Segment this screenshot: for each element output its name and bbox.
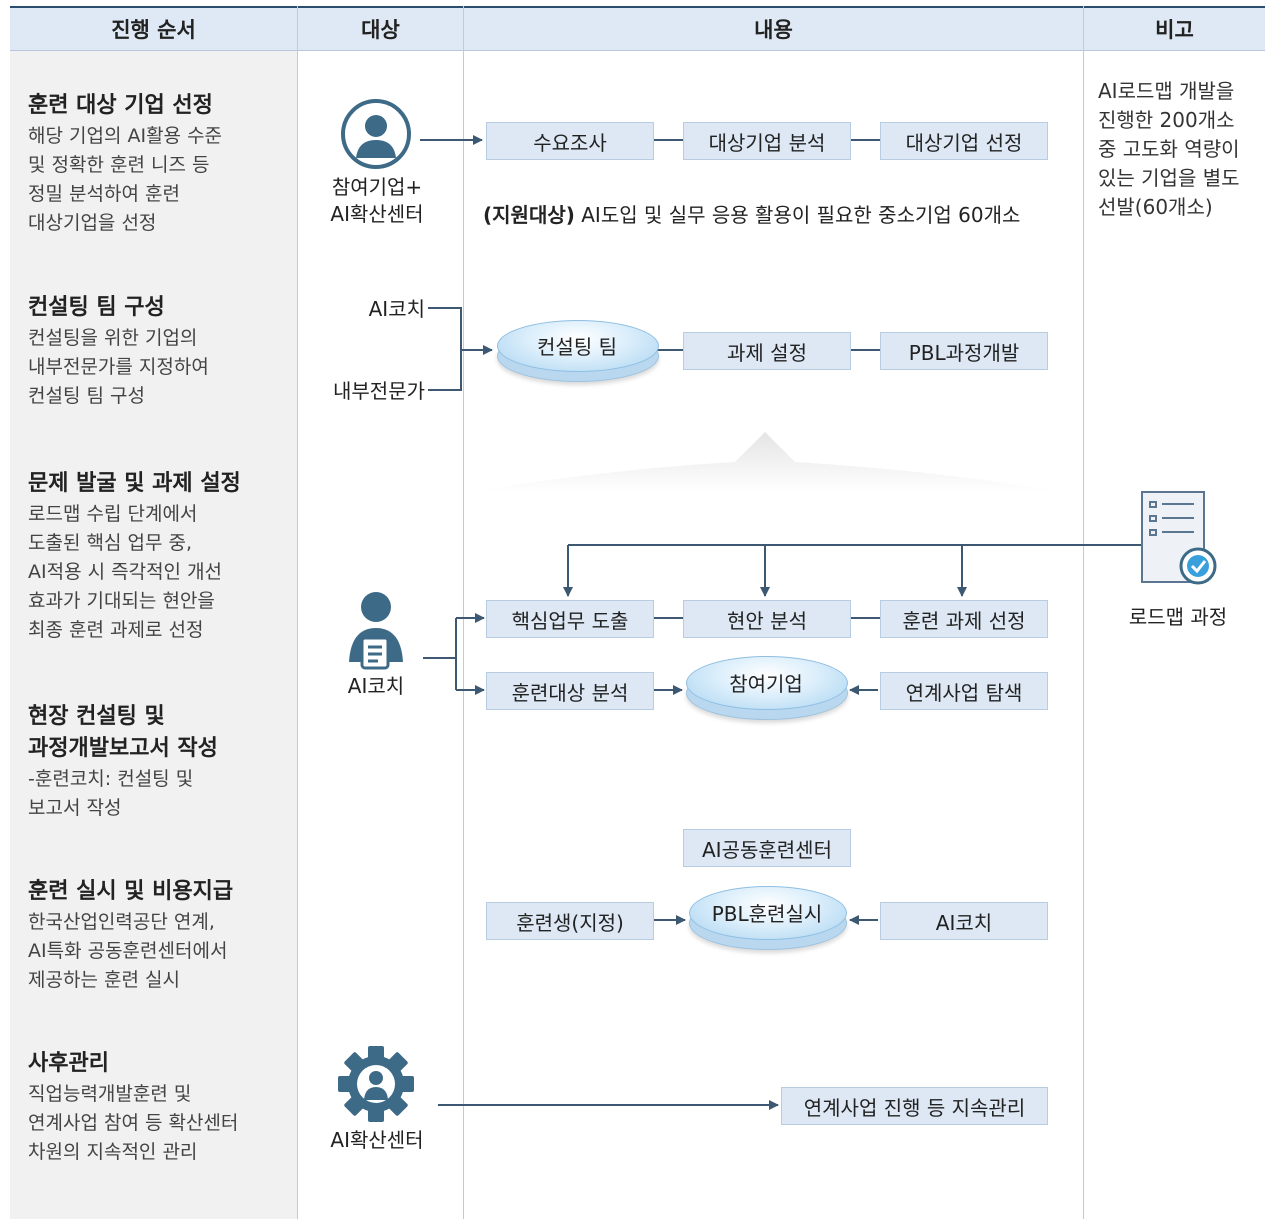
- actor-participant-label: 참여기업+ AI확산센터: [330, 175, 424, 226]
- step-3: 문제 발굴 및 과제 설정 로드맵 수립 단계에서 도출된 핵심 업무 중, A…: [28, 468, 290, 645]
- box-target-analysis: 대상기업 분석: [683, 122, 851, 160]
- disc-participant-company: 참여기업: [686, 656, 848, 720]
- step-desc: 로드맵 수립 단계에서 도출된 핵심 업무 중, AI적용 시 즉각적인 개선 …: [28, 503, 223, 641]
- step-desc: 해당 기업의 AI활용 수준 및 정확한 훈련 니즈 등 정밀 분석하여 훈련 …: [28, 125, 223, 234]
- step-desc: 한국산업인력공단 연계, AI특화 공동훈련센터에서 제공하는 훈련 실시: [28, 911, 228, 991]
- step-desc: -훈련코치: 컨설팅 및 보고서 작성: [28, 768, 194, 819]
- gear-icon: [334, 1044, 418, 1124]
- support-target-desc: AI도입 및 실무 응용 활용이 필요한 중소기업 60개소: [574, 203, 1021, 227]
- column-divider: [297, 6, 298, 1219]
- disc-label: 컨설팅 팀: [537, 334, 617, 359]
- column-divider: [463, 6, 464, 1219]
- actor-internal-expert-label: 내부전문가: [333, 379, 425, 403]
- support-target-label: (지원대상): [483, 203, 575, 227]
- box-demand-survey: 수요조사: [486, 122, 654, 160]
- header-target: 대상: [298, 6, 463, 51]
- box-issue-analysis: 현안 분석: [683, 600, 851, 638]
- actor-coach-label: AI코치: [368, 297, 425, 321]
- remark-note: AI로드맵 개발을 진행한 200개소 중 고도화 역량이 있는 기업을 별도 …: [1098, 79, 1240, 219]
- box-ai-training-center: AI공동훈련센터: [683, 829, 851, 867]
- box-ongoing-management: 연계사업 진행 등 지속관리: [781, 1087, 1048, 1125]
- box-pbl-dev: PBL과정개발: [880, 332, 1048, 370]
- step-title: 현장 컨설팅 및 과정개발보고서 작성: [28, 704, 218, 761]
- step-4: 현장 컨설팅 및 과정개발보고서 작성 -훈련코치: 컨설팅 및 보고서 작성: [28, 701, 290, 823]
- box-task-setting: 과제 설정: [683, 332, 851, 370]
- box-ai-coach: AI코치: [880, 902, 1048, 940]
- box-core-task: 핵심업무 도출: [486, 600, 654, 638]
- step-1: 훈련 대상 기업 선정 해당 기업의 AI활용 수준 및 정확한 훈련 니즈 등…: [28, 90, 290, 238]
- disc-consulting-team: 컨설팅 팀: [497, 320, 659, 382]
- step-title: 훈련 실시 및 비용지급: [28, 879, 234, 904]
- support-target-text: (지원대상) AI도입 및 실무 응용 활용이 필요한 중소기업 60개소: [483, 199, 1020, 228]
- step-title: 문제 발굴 및 과제 설정: [28, 471, 241, 496]
- box-linked-project: 연계사업 탐색: [880, 672, 1048, 710]
- column-divider: [1083, 6, 1084, 1219]
- box-trainee-designated: 훈련생(지정): [486, 902, 654, 940]
- actor-center-label: AI확산센터: [330, 1128, 424, 1152]
- box-trainee-analysis: 훈련대상 분석: [486, 672, 654, 710]
- header-step: 진행 순서: [10, 6, 297, 51]
- document-check-icon: [1140, 490, 1220, 586]
- step-title: 훈련 대상 기업 선정: [28, 93, 213, 118]
- step-2: 컨설팅 팀 구성 컨설팅을 위한 기업의 내부전문가를 지정하여 컨설팅 팀 구…: [28, 292, 290, 411]
- header-content: 내용: [464, 6, 1083, 51]
- coach-icon: [345, 590, 407, 670]
- box-target-selection: 대상기업 선정: [880, 122, 1048, 160]
- disc-label: 참여기업: [729, 671, 803, 696]
- step-desc: 직업능력개발훈련 및 연계사업 참여 등 확산센터 차원의 지속적인 관리: [28, 1083, 239, 1163]
- roadmap-label: 로드맵 과정: [1128, 605, 1228, 629]
- person-icon: [340, 98, 412, 170]
- box-training-task: 훈련 과제 선정: [880, 600, 1048, 638]
- step-title: 사후관리: [28, 1051, 109, 1076]
- step-title: 컨설팅 팀 구성: [28, 295, 165, 320]
- step-desc: 컨설팅을 위한 기업의 내부전문가를 지정하여 컨설팅 팀 구성: [28, 327, 209, 407]
- step-6: 사후관리 직업능력개발훈련 및 연계사업 참여 등 확산센터 차원의 지속적인 …: [28, 1048, 290, 1167]
- step-column-background: [10, 49, 297, 1219]
- actor-coach-label-main: AI코치: [347, 674, 405, 698]
- step-5: 훈련 실시 및 비용지급 한국산업인력공단 연계, AI특화 공동훈련센터에서 …: [28, 876, 290, 995]
- disc-label: PBL훈련실시: [711, 901, 823, 926]
- disc-pbl-training: PBL훈련실시: [689, 886, 847, 950]
- header-remark: 비고: [1084, 6, 1265, 51]
